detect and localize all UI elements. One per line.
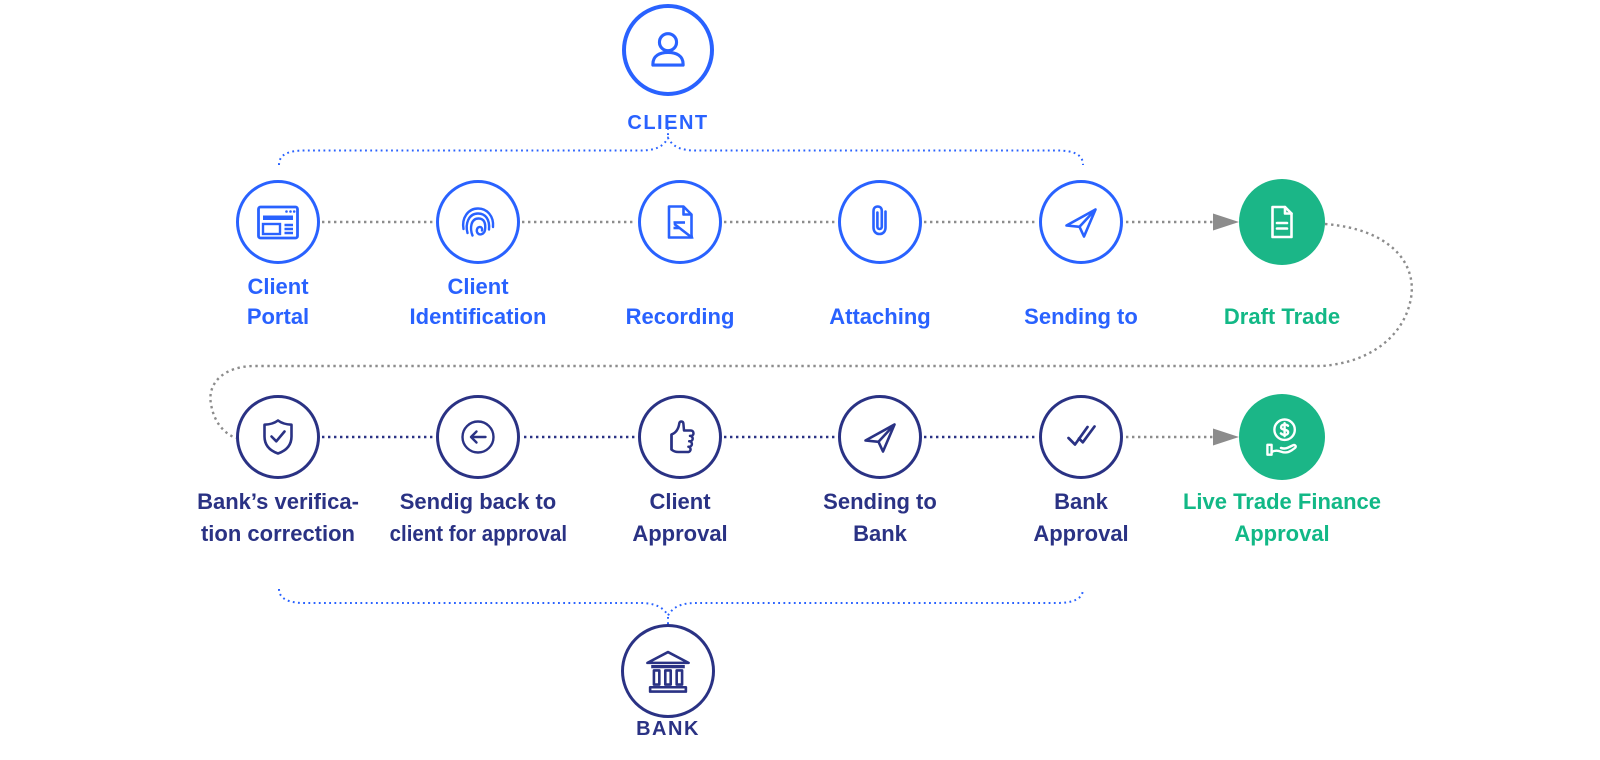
step-label-line: Attaching — [829, 304, 931, 329]
sending-back-node — [436, 395, 520, 479]
sending-to-label: Sending to — [961, 268, 1201, 332]
browser-window-icon — [257, 205, 299, 240]
fingerprint-icon — [461, 207, 495, 237]
attaching-label: Attaching — [760, 268, 1000, 332]
step-label-line: Approval — [632, 521, 728, 546]
paper-plane-icon — [1065, 208, 1097, 238]
step-label-line: Sending to — [1024, 304, 1138, 329]
step-label-line: Recording — [625, 304, 735, 329]
draft-trade-node — [1239, 179, 1325, 265]
bank-brace-line — [278, 588, 1084, 618]
arrow-back-icon — [461, 420, 495, 454]
attaching-node — [838, 180, 922, 264]
step-label-line: Client — [649, 489, 711, 514]
step-label-line: Bank — [853, 521, 907, 546]
paper-plane-icon — [864, 423, 896, 453]
step-label-line: Bank — [1054, 489, 1108, 514]
step-label-line: Portal — [246, 304, 310, 329]
bank-building-icon — [646, 650, 690, 693]
sending-to-bank-node — [838, 395, 922, 479]
double-check-icon — [1067, 425, 1096, 446]
step-label-line: client for approval — [389, 521, 567, 546]
document-icon — [1271, 205, 1293, 239]
paperclip-icon — [872, 205, 887, 236]
client-identification-node — [436, 180, 520, 264]
sending-to-node — [1039, 180, 1123, 264]
live-approval-arrowhead — [1213, 428, 1239, 446]
person-icon — [651, 32, 685, 67]
recording-node — [638, 180, 722, 264]
bank-label: BANK — [636, 718, 700, 740]
client-portal-label: Client Portal — [158, 268, 398, 332]
client-portal-node — [236, 180, 320, 264]
bank-verification-label: Bank’s verifica- tion correction — [158, 486, 398, 552]
sending-to-bank-label: Sending to Bank — [760, 486, 1000, 552]
live-trade-finance-label: Live Trade Finance Approval — [1162, 486, 1402, 552]
live-trade-finance-node — [1239, 394, 1325, 480]
sending-back-label: Sendig back to client for approval — [358, 486, 598, 552]
draft-trade-label: Draft Trade — [1162, 268, 1402, 332]
bank-node — [621, 624, 715, 718]
bank-approval-label: Bank Approval — [961, 486, 1201, 552]
step-label-line: Draft Trade — [1223, 304, 1341, 329]
step-label-line: Live Trade Finance — [1182, 489, 1382, 514]
bank-verification-node — [236, 395, 320, 479]
step-label-line: tion correction — [200, 521, 355, 546]
client-node — [622, 4, 714, 96]
recording-label: Recording — [560, 268, 800, 332]
client-approval-node — [638, 395, 722, 479]
bank-approval-node — [1039, 395, 1123, 479]
step-label-line: Approval — [1234, 521, 1330, 546]
step-label-line: Client — [247, 274, 309, 299]
step-label-line: Sending to — [823, 489, 937, 514]
draft-trade-arrowhead — [1213, 213, 1239, 231]
step-label-line: Bank’s verifica- — [197, 489, 359, 514]
step-label-line: Sendig back to — [399, 489, 557, 514]
thumbs-up-icon — [670, 420, 695, 454]
client-brace-line — [278, 135, 1084, 166]
step-label-line: Identification — [409, 304, 547, 329]
client-identification-label: Client Identification — [358, 268, 598, 332]
client-approval-label: Client Approval — [560, 486, 800, 552]
hand-dollar-icon — [1266, 418, 1297, 456]
document-pen-icon — [667, 205, 694, 239]
step-label-line: Approval — [1033, 521, 1129, 546]
step-label-line: Client — [447, 274, 509, 299]
client-label: CLIENT — [627, 112, 709, 134]
shield-check-icon — [263, 419, 293, 455]
